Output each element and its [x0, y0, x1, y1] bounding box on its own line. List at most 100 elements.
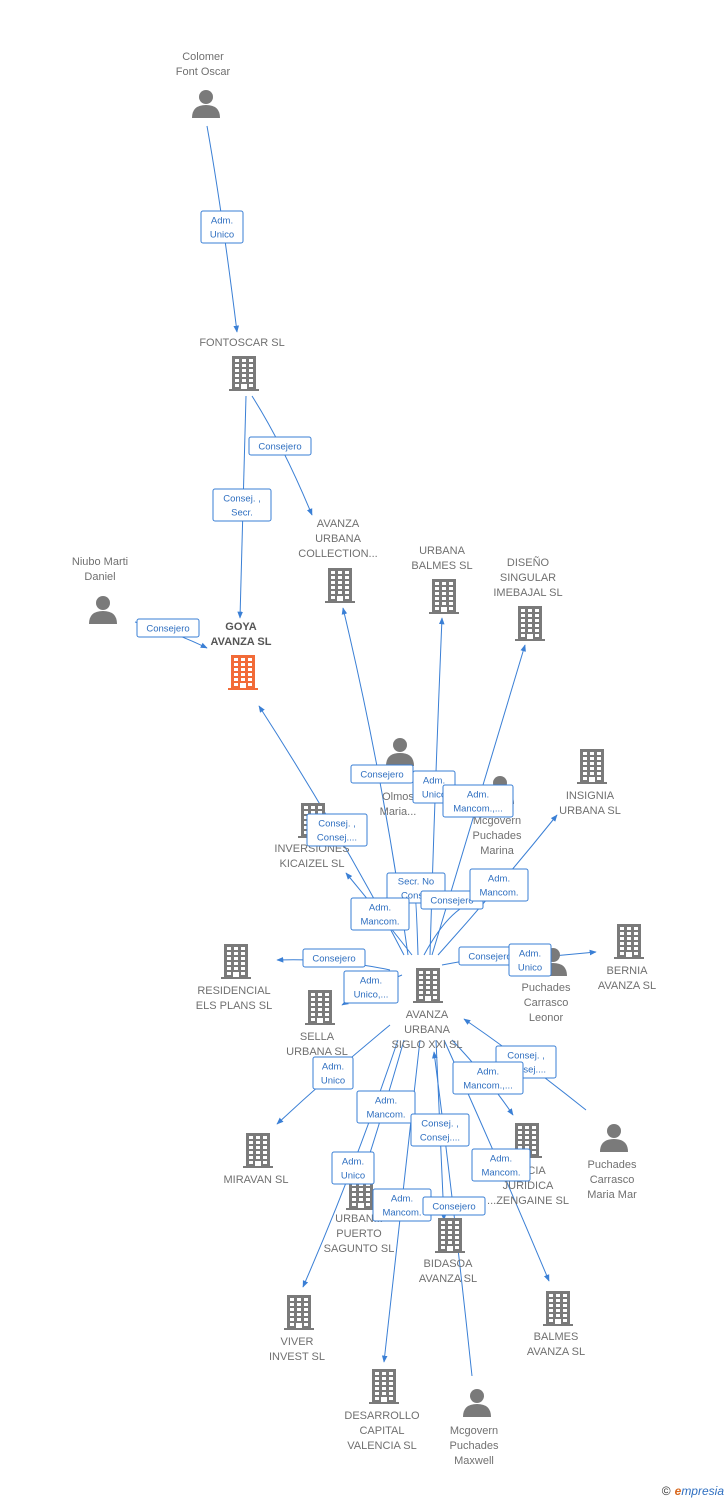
- node-label: CAPITAL: [359, 1425, 404, 1437]
- edge-label-e7[interactable]: Adm.Mancom.,...: [442, 784, 514, 818]
- node-label: BERNIA: [607, 965, 649, 977]
- node-label: Puchades: [522, 982, 571, 994]
- node-label: Puchades: [450, 1440, 499, 1452]
- node-label: Maria Mar: [587, 1189, 637, 1201]
- building-icon: [515, 606, 545, 641]
- edge-label-e8[interactable]: Consej. , Consej....: [306, 813, 368, 847]
- edge-label-e3[interactable]: Consej. ,Secr.: [212, 488, 272, 522]
- node-fontoscar[interactable]: FONTOSCAR SL: [199, 337, 285, 391]
- edge-label-text: Adm.: [375, 1096, 397, 1107]
- edge-label-e25[interactable]: Consejero: [422, 1196, 486, 1216]
- edge-label-e4[interactable]: Consejero: [136, 618, 200, 638]
- edge-label-text: Adm.: [360, 976, 382, 987]
- node-avanza_coll[interactable]: AVANZAURBANACOLLECTION...: [298, 518, 378, 603]
- node-label: AVANZA SL: [527, 1346, 585, 1358]
- node-label: URBANA: [419, 545, 466, 557]
- edge-label-text: Consej. ,: [318, 819, 356, 830]
- node-label: SELLA: [300, 1031, 335, 1043]
- edge-label-text: Unico: [518, 963, 542, 974]
- building-icon: [435, 1218, 465, 1253]
- edge-label-e5[interactable]: Consejero: [350, 764, 414, 784]
- person-icon: [600, 1124, 628, 1152]
- node-label: Font Oscar: [176, 66, 231, 78]
- person-icon: [463, 1389, 491, 1417]
- node-label: FONTOSCAR SL: [199, 337, 284, 349]
- node-label: ...ZENGAINE SL: [487, 1195, 569, 1207]
- edge-label-e24[interactable]: Adm.Mancom.: [372, 1188, 432, 1222]
- node-label: BIDASOA: [424, 1258, 474, 1270]
- node-label: Mcgovern: [473, 815, 521, 827]
- edge-label-text: Consej....: [317, 833, 357, 844]
- person-icon: [192, 90, 220, 118]
- edge-label-e12[interactable]: Adm.Mancom.: [469, 868, 529, 902]
- edge-label-text: Consejero: [432, 1202, 475, 1213]
- edge-label-text: Consejero: [430, 896, 473, 907]
- node-label: INVEST SL: [269, 1351, 325, 1363]
- node-label: JURIDICA: [503, 1180, 554, 1192]
- edge-label-e10[interactable]: Adm.Mancom.: [350, 897, 410, 931]
- node-label: PUERTO: [336, 1228, 382, 1240]
- edge-label-text: Consejero: [258, 442, 301, 453]
- edge-label-e22[interactable]: Adm.Unico: [331, 1151, 375, 1185]
- edge-label-text: Mancom.: [481, 1168, 520, 1179]
- building-icon: [284, 1295, 314, 1330]
- node-label: URBANA: [315, 533, 362, 545]
- building-icon: [229, 356, 259, 391]
- edge-label-e17[interactable]: Adm.Unico: [312, 1056, 354, 1090]
- edge-label-text: Unico: [321, 1076, 345, 1087]
- person-icon: [386, 738, 414, 766]
- node-label: INSIGNIA: [566, 790, 615, 802]
- edge-label-e20[interactable]: Adm.Mancom.: [356, 1090, 416, 1124]
- edge-label-e23[interactable]: Adm.Mancom.: [471, 1148, 531, 1182]
- edge-label-e1[interactable]: Adm.Unico: [200, 210, 244, 244]
- node-label: Leonor: [529, 1012, 564, 1024]
- node-label: BALMES: [534, 1331, 579, 1343]
- building-icon: [577, 749, 607, 784]
- node-label: MIRAVAN SL: [224, 1174, 289, 1186]
- node-label: Puchades: [473, 830, 522, 842]
- edge-label-text: Adm.: [391, 1194, 413, 1205]
- edge-label-e2[interactable]: Consejero: [248, 436, 312, 456]
- building-icon: [305, 990, 335, 1025]
- brand-logo-e: e: [674, 1484, 682, 1498]
- node-label: Puchades: [588, 1159, 637, 1171]
- edge-label-text: Consejero: [468, 952, 511, 963]
- node-label: Marina: [480, 845, 515, 857]
- edge-label-text: Adm.: [369, 903, 391, 914]
- node-label: GOYA: [225, 621, 256, 633]
- node-olmos[interactable]: OlmosMaria...: [380, 738, 417, 818]
- node-label: ELS PLANS SL: [196, 1000, 272, 1012]
- edge-label-e16[interactable]: Adm. Unico: [508, 943, 552, 977]
- edge-label-e13[interactable]: Consejero: [302, 948, 366, 968]
- building-icon: [325, 568, 355, 603]
- edge-label-text: Adm.: [519, 949, 541, 960]
- edge-label-e21[interactable]: Consej. ,Consej....: [410, 1113, 470, 1147]
- node-label: URBAN...: [335, 1213, 383, 1225]
- node-label: DESARROLLO: [344, 1410, 420, 1422]
- node-balmes_avanza[interactable]: BALMES AVANZA SL: [527, 1291, 585, 1358]
- node-miravan[interactable]: MIRAVAN SL: [224, 1133, 289, 1186]
- node-viver[interactable]: VIVER INVEST SL: [269, 1295, 325, 1363]
- edge-label-text: Mancom.,...: [463, 1081, 513, 1092]
- edge-label-e19[interactable]: Adm.Mancom.,...: [452, 1061, 524, 1095]
- edge-label-e14[interactable]: Adm.Unico,...: [343, 970, 399, 1004]
- node-label: Mcgovern: [450, 1425, 498, 1437]
- edge-label-text: Secr. No: [398, 877, 434, 888]
- node-label: VIVER: [280, 1336, 313, 1348]
